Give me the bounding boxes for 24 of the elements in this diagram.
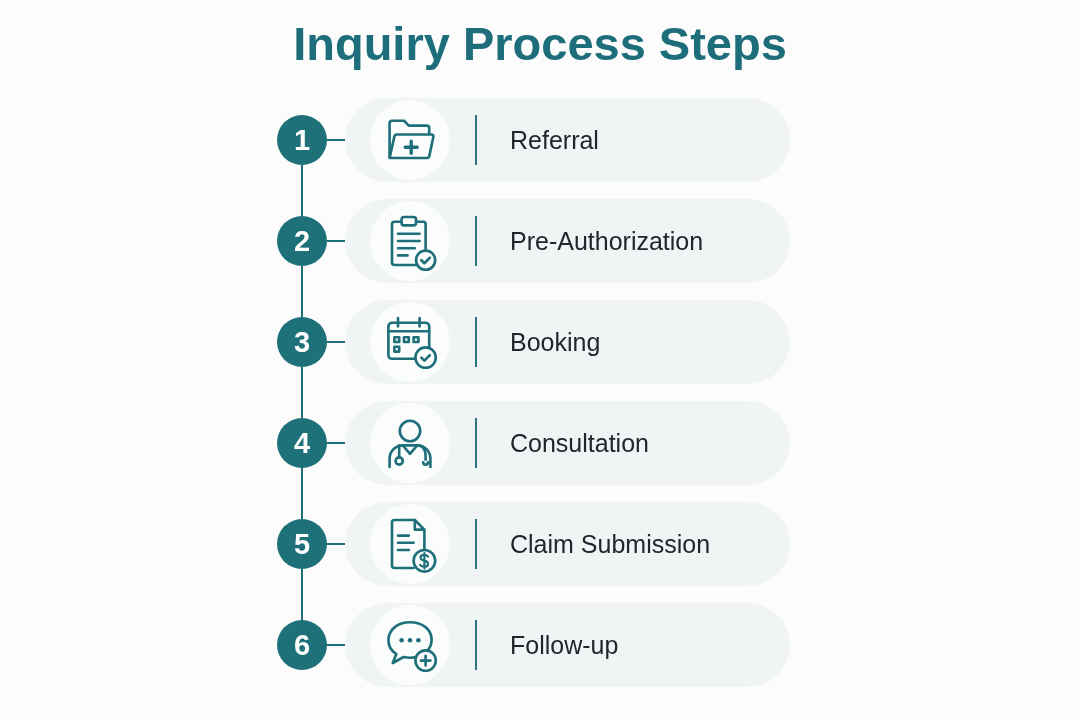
step-number-circle: 4 [277, 418, 327, 468]
step-label: Consultation [510, 428, 649, 458]
step-number-circle: 3 [277, 317, 327, 367]
connector-line [326, 139, 346, 141]
connector-line [326, 341, 346, 343]
step-label: Pre-Authorization [510, 226, 704, 256]
step-number-circle: 1 [277, 115, 327, 165]
connector-line [301, 164, 303, 217]
connector-line [326, 240, 346, 242]
step-number-circle: 5 [277, 519, 327, 569]
step-label: Follow-up [510, 630, 619, 660]
title: Inquiry Process Steps [293, 16, 787, 72]
connector-line [326, 644, 346, 646]
step-label: Booking [510, 327, 601, 357]
connector-line [301, 568, 303, 621]
connector-line [301, 467, 303, 520]
step-number-circle: 6 [277, 620, 327, 670]
step-number-circle: 2 [277, 216, 327, 266]
connector-line [301, 366, 303, 419]
step-label: Referral [510, 125, 599, 155]
connector-line [301, 265, 303, 318]
connector-line [326, 442, 346, 444]
step-label: Claim Submission [510, 529, 711, 559]
connector-line [326, 543, 346, 545]
